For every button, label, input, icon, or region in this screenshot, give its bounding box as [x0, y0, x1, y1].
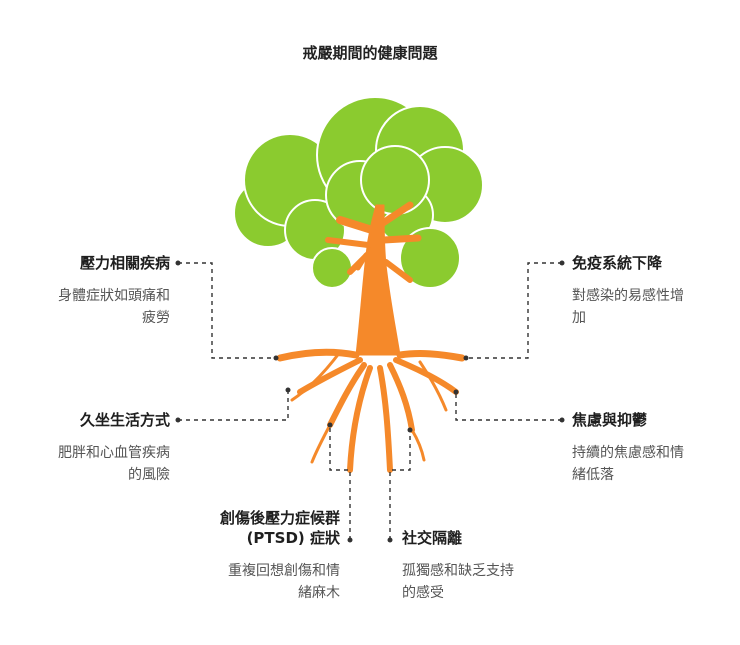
item-description: 重複回想創傷和情緒麻木: [228, 563, 340, 601]
connector-anxiety: [455, 392, 562, 421]
item-description: 身體症狀如頭痛和疲勞: [58, 288, 170, 326]
item-heading: 焦慮與抑鬱: [572, 411, 648, 429]
item-stress-related: 壓力相關疾病 身體症狀如頭痛和疲勞: [20, 253, 170, 329]
item-description: 持續的焦慮感和情緒低落: [572, 445, 684, 483]
item-description: 對感染的易感性增加: [572, 288, 684, 326]
connector-endpoints: [175, 260, 565, 543]
item-description: 肥胖和心血管疾病的風險: [58, 445, 170, 483]
item-heading: 創傷後壓力症候群(PTSD) 症狀: [219, 509, 340, 547]
item-immune-decline: 免疫系統下降 對感染的易感性增加: [572, 253, 722, 329]
connector-isolation: [389, 430, 411, 540]
item-description: 孤獨感和缺乏支持的感受: [402, 563, 514, 601]
item-heading: 社交隔離: [402, 529, 463, 547]
connectors: [178, 262, 562, 540]
item-ptsd: 創傷後壓力症候群(PTSD) 症狀 重複回想創傷和情緒麻木: [160, 508, 340, 604]
connector-ptsd: [329, 425, 351, 540]
item-heading: 壓力相關疾病: [79, 254, 170, 272]
item-heading: 免疫系統下降: [572, 254, 663, 272]
connector-stress: [178, 262, 276, 359]
diagram-title: 戒嚴期間的健康問題: [302, 44, 438, 62]
item-anxiety-depression: 焦慮與抑鬱 持續的焦慮感和情緒低落: [572, 410, 722, 486]
item-sedentary: 久坐生活方式 肥胖和心血管疾病的風險: [20, 410, 170, 486]
connector-immune: [466, 262, 562, 359]
item-heading: 久坐生活方式: [79, 411, 170, 429]
connector-sedentary: [178, 390, 289, 421]
item-social-isolation: 社交隔離 孤獨感和缺乏支持的感受: [402, 528, 572, 604]
tree-trunk: [276, 201, 466, 473]
